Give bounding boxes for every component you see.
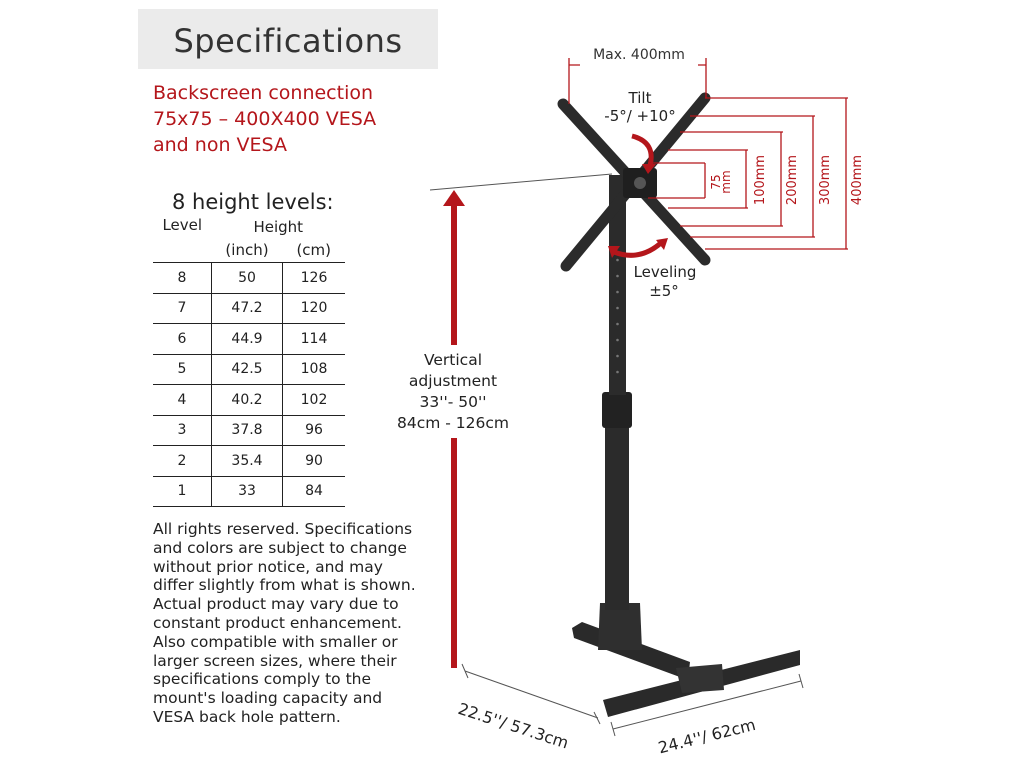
level-cell: 4 [153,384,212,415]
backscreen-line-1: Backscreen connection [153,82,374,104]
cm-cell: 114 [282,323,345,354]
page-title: Specifications [173,22,403,60]
tilt-label: Tilt [628,89,652,107]
leveling-arrow [608,238,668,258]
specifications-header: Specifications [138,9,438,69]
col-inch-header: (inch) [225,241,269,259]
vesa-75-label: 75 mm [709,167,733,197]
vertical-adjustment-arrow [429,173,613,668]
vertical-line-4: 84cm - 126cm [397,414,509,432]
vesa-75-unit: mm [719,170,733,194]
vesa-bracket [557,92,711,272]
inch-cell: 33 [211,475,283,507]
vertical-line-2: adjustment [408,372,498,390]
stand-column [602,175,632,610]
col-level-header: Level [162,216,203,234]
vertical-adjustment-label: Vertical adjustment 33''- 50'' 84cm - 12… [388,350,518,434]
cm-cell: 126 [282,262,345,293]
level-cell: 6 [153,323,212,354]
leveling-value: ±5° [649,282,679,300]
level-cell: 8 [153,262,212,293]
vesa-100-label: 100mm [753,154,768,206]
level-cell: 7 [153,292,212,324]
vertical-line-3: 33''- 50'' [419,393,487,411]
vesa-400-label: 400mm [850,154,865,206]
col-cm-header: (cm) [296,241,332,259]
inch-cell: 47.2 [211,292,283,324]
inch-cell: 37.8 [211,414,283,446]
inch-cell: 44.9 [211,323,283,354]
cm-cell: 120 [282,292,345,324]
cm-cell: 90 [282,445,345,476]
vertical-line-1: Vertical [423,351,483,369]
leveling-label: Leveling [633,263,697,281]
level-cell: 2 [153,445,212,476]
level-cell: 1 [153,475,212,507]
inch-cell: 40.2 [211,384,283,415]
level-cell: 3 [153,414,212,446]
max-width-label: Max. 400mm [580,45,698,66]
tilt-arrow [631,133,656,174]
cm-cell: 96 [282,414,345,446]
cm-cell: 102 [282,384,345,415]
rights-notice: All rights reserved. Specifications and … [153,520,416,726]
base-dimension-lines [461,663,804,737]
inch-cell: 35.4 [211,445,283,476]
stand-base [572,603,800,717]
backscreen-line-3: and non VESA [153,134,287,156]
height-levels-title: 8 height levels: [172,190,334,214]
tilt-value: -5°/ +10° [604,107,676,125]
backscreen-connection-text: Backscreen connection 75x75 – 400X400 VE… [153,80,413,158]
inch-cell: 50 [211,262,283,293]
vesa-300-label: 300mm [818,154,833,206]
inch-cell: 42.5 [211,353,283,385]
col-height-header: Height [253,218,304,236]
cm-cell: 84 [282,475,345,507]
vesa-200-label: 200mm [785,154,800,206]
cm-cell: 108 [282,353,345,385]
backscreen-line-2: 75x75 – 400X400 VESA [153,108,377,130]
level-cell: 5 [153,353,212,385]
